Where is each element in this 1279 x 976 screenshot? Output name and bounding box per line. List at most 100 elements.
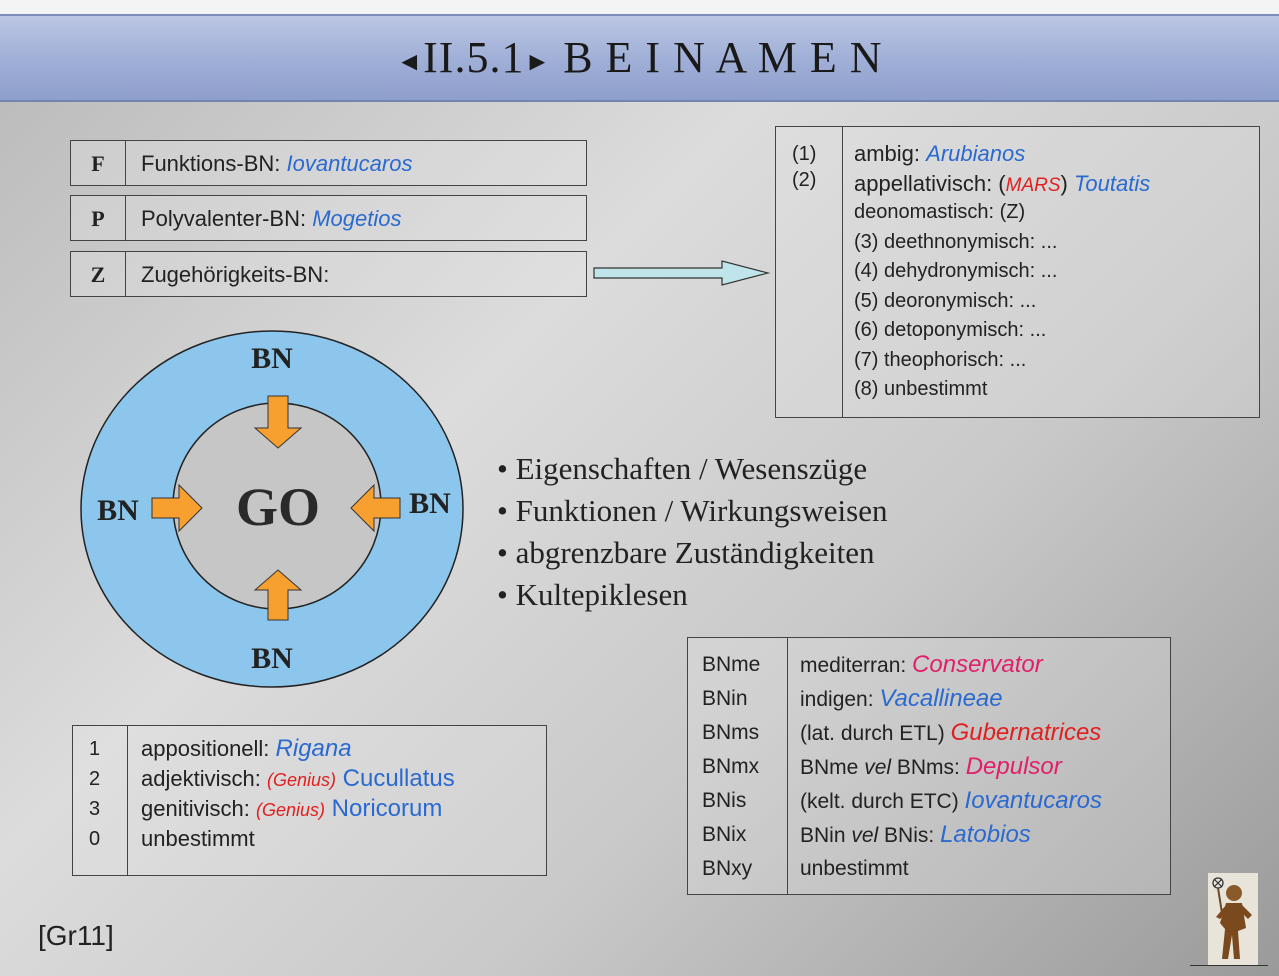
bullet-item: • Kultepiklesen (497, 577, 688, 612)
bronze-figure-icon (1208, 873, 1258, 965)
bullet-item: • abgrenzbare Zuständigkeiten (497, 535, 875, 570)
syntax-number: 3 (89, 798, 101, 820)
table-divider (842, 127, 843, 417)
origin-table: BNme BNin BNms BNmx BNis BNix BNxy medit… (687, 637, 1171, 895)
category-number: (1) (792, 143, 817, 165)
row-example: Noricorum (324, 795, 443, 822)
origin-row: BNin vel BNis: Latobios (800, 818, 1102, 852)
box-f: F Funktions-BN: Iovantucaros (70, 140, 587, 186)
category-rows: ambig: Arubianos appellativisch: (MARS) … (854, 139, 1150, 405)
box-example: Mogetios (312, 206, 402, 231)
category-row: (3) deethnonymisch: ... (854, 230, 1058, 253)
row-example: Toutatis (1074, 170, 1151, 196)
row-label: appellativisch: ( (854, 170, 1006, 196)
table-divider (787, 638, 788, 894)
origin-row: (lat. durch ETL) Gubernatrices (800, 716, 1102, 750)
row-example: Cucullatus (335, 765, 455, 792)
syntax-table: 1 2 3 0 appositionell: Rigana adjektivis… (72, 725, 547, 876)
syntax-row: genitivisch: (Genius) Noricorum (141, 794, 455, 824)
box-text: Funktions-BN: Iovantucaros (141, 141, 412, 187)
left-arrow-icon: ◄ (396, 46, 424, 76)
origin-codes: BNme BNin BNms BNmx BNis BNix BNxy (702, 648, 760, 886)
origin-code: BNmx (702, 755, 760, 778)
syntax-numbers: 1 2 3 0 (89, 734, 100, 854)
bullet-item: • Eigenschaften / Wesenszüge (497, 451, 868, 486)
ring-diagram: GO BN BN BN BN (80, 330, 464, 688)
box-letter: P (71, 196, 126, 240)
row-label: ambig: (854, 141, 927, 166)
row-example: Vacallineae (879, 685, 1003, 712)
box-label: Zugehörigkeits-BN: (141, 262, 330, 287)
category-row: (6) detoponymisch: ... (854, 319, 1047, 341)
row-example: Iovantucaros (964, 787, 1102, 814)
row-label: adjektivisch: (141, 766, 267, 791)
category-row: (4) dehydronymisch: ... (854, 260, 1058, 282)
row-label: ) (1060, 170, 1074, 196)
row-genius: (Genius) (255, 800, 325, 820)
row-example: Conservator (912, 651, 1043, 678)
box-label: Funktions-BN: (141, 151, 287, 176)
category-numbers: (1) (2) (792, 141, 816, 193)
bullet-list: • Eigenschaften / Wesenszüge • Funktione… (497, 448, 887, 616)
row-example: Depulsor (965, 753, 1062, 780)
category-row: (7) theophorisch: ... (854, 348, 1027, 371)
syntax-rows: appositionell: Rigana adjektivisch: (Gen… (141, 734, 455, 854)
bn-right-label: BN (409, 487, 451, 520)
top-strip (0, 0, 1279, 14)
row-label: mediterran: (800, 654, 913, 677)
title-bar: ◄II.5.1► B E I N A M E N (0, 14, 1279, 102)
row-label: genitivisch: (141, 796, 256, 821)
origin-row: BNme vel BNms: Depulsor (800, 750, 1102, 784)
syntax-number: 2 (89, 768, 101, 790)
origin-code: BNin (702, 687, 748, 710)
category-row: deonomastisch: (Z) (854, 201, 1026, 223)
row-label: indigen: (800, 688, 880, 711)
title-number: II.5.1 (423, 33, 525, 82)
row-genius: (Genius) (266, 770, 336, 790)
origin-code: BNxy (702, 857, 753, 880)
row-label: (lat. durch ETL) (800, 722, 951, 745)
row-label: BNms: (891, 756, 966, 779)
row-example: Rigana (275, 735, 352, 762)
box-letter: F (71, 141, 126, 185)
origin-row: unbestimmt (800, 857, 909, 880)
origin-row: (kelt. durch ETC) Iovantucaros (800, 784, 1102, 818)
arrow-right-icon (151, 483, 203, 533)
arrow-left-icon (350, 483, 401, 533)
figure-underline (1190, 965, 1268, 966)
row-label: BNis: (878, 824, 941, 847)
origin-row: indigen: Vacallineae (800, 682, 1102, 716)
row-deity: MARS (1005, 174, 1061, 196)
origin-code: BNme (702, 653, 761, 676)
connector-arrow-icon (593, 260, 771, 286)
box-text: Polyvalenter-BN: Mogetios (141, 196, 401, 242)
row-label: appositionell: (141, 736, 276, 761)
row-example: Arubianos (926, 141, 1026, 166)
row-label: BNme (800, 756, 865, 779)
bn-left-label: BN (97, 494, 139, 527)
box-label: Polyvalenter-BN: (141, 206, 313, 231)
box-letter: Z (71, 252, 126, 296)
right-arrow-icon: ► (524, 46, 552, 76)
table-divider (127, 726, 128, 875)
center-label: GO (236, 477, 320, 537)
origin-code: BNis (702, 789, 747, 812)
category-table: (1) (2) ambig: Arubianos appellativisch:… (775, 126, 1260, 418)
reference-label: [Gr11] (38, 920, 114, 951)
box-example: Iovantucaros (286, 151, 413, 176)
row-vel: vel (864, 756, 892, 779)
arrow-down-icon (253, 395, 303, 449)
category-row: appellativisch: (MARS) Toutatis (854, 169, 1150, 199)
syntax-row: adjektivisch: (Genius) Cucullatus (141, 764, 455, 794)
origin-code: BNix (702, 823, 747, 846)
page-title: ◄II.5.1► B E I N A M E N (0, 16, 1279, 104)
syntax-row: appositionell: Rigana (141, 734, 455, 764)
bn-top-label: BN (251, 342, 293, 375)
bullet-item: • Funktionen / Wirkungsweisen (497, 493, 888, 528)
title-text: B E I N A M E N (563, 33, 883, 82)
origin-code: BNms (702, 721, 760, 744)
category-row: ambig: Arubianos (854, 139, 1150, 169)
origin-row: mediterran: Conservator (800, 648, 1102, 682)
syntax-number: 0 (89, 828, 101, 850)
row-label: BNin (800, 824, 852, 847)
